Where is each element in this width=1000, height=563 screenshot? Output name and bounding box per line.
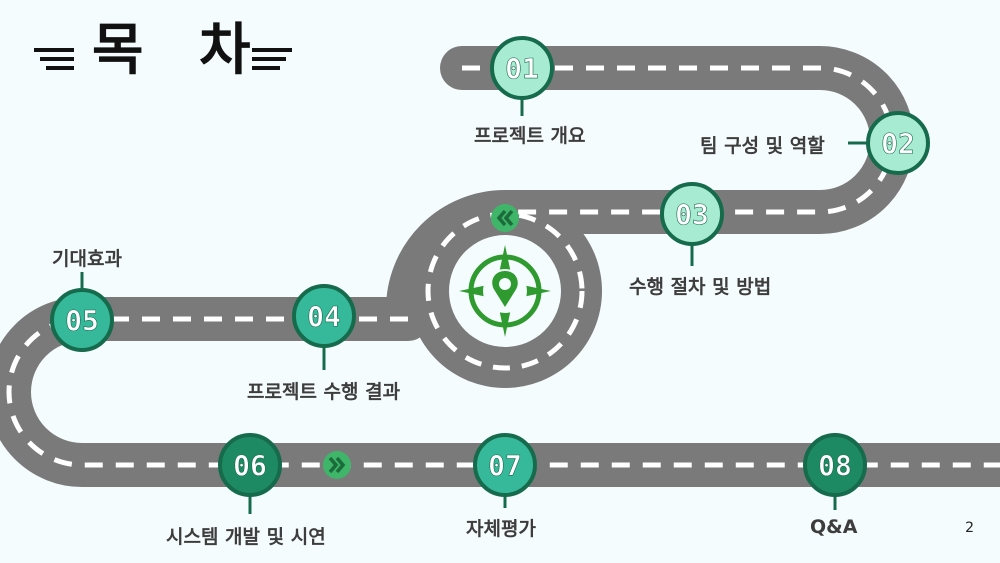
- milestone-label-03: 수행 절차 및 방법: [629, 276, 772, 298]
- double-chevron-right-icon: [323, 451, 351, 479]
- milestone-08: 08: [803, 433, 867, 510]
- milestone-05: 05: [50, 272, 114, 352]
- milestone-06: 06: [218, 433, 282, 514]
- milestone-circle: [292, 284, 356, 348]
- milestone-circle: [866, 111, 930, 175]
- compass-pin-icon: [459, 245, 551, 337]
- milestone-07: 07: [473, 433, 537, 508]
- milestone-03: 03: [660, 182, 724, 266]
- milestone-label-07: 자체평가: [466, 518, 536, 540]
- milestone-label-04: 프로젝트 수행 결과: [247, 381, 401, 403]
- milestone-circle: [803, 433, 867, 497]
- milestone-number: 03: [675, 198, 709, 231]
- milestone-04: 04: [292, 284, 356, 370]
- milestone-label-02: 팀 구성 및 역할: [700, 135, 825, 157]
- milestone-number: 01: [505, 52, 539, 85]
- speed-lines-icon: [252, 48, 292, 70]
- milestone-circle: [218, 433, 282, 497]
- milestone-circle: [490, 36, 554, 100]
- speed-lines-icon: [34, 48, 74, 70]
- milestone-02: 02: [848, 111, 930, 175]
- milestone-label-08: Q&A: [810, 516, 858, 538]
- milestone-label-01: 프로젝트 개요: [474, 125, 586, 147]
- double-chevron-left-icon: [491, 204, 519, 232]
- milestone-number: 06: [233, 449, 267, 482]
- milestone-circle: [473, 433, 537, 497]
- milestone-circle: [660, 182, 724, 246]
- milestone-number: 04: [307, 300, 341, 333]
- milestone-number: 02: [881, 127, 915, 160]
- milestone-circle: [50, 288, 114, 352]
- milestone-number: 05: [65, 304, 99, 337]
- page-number: 2: [965, 520, 974, 536]
- milestone-number: 08: [818, 449, 852, 482]
- milestone-number: 07: [488, 449, 522, 482]
- milestone-label-05: 기대효과: [52, 248, 122, 270]
- milestone-label-06: 시스템 개발 및 시연: [166, 526, 326, 548]
- milestone-01: 01: [490, 36, 554, 116]
- page-title: 목 차: [92, 18, 269, 83]
